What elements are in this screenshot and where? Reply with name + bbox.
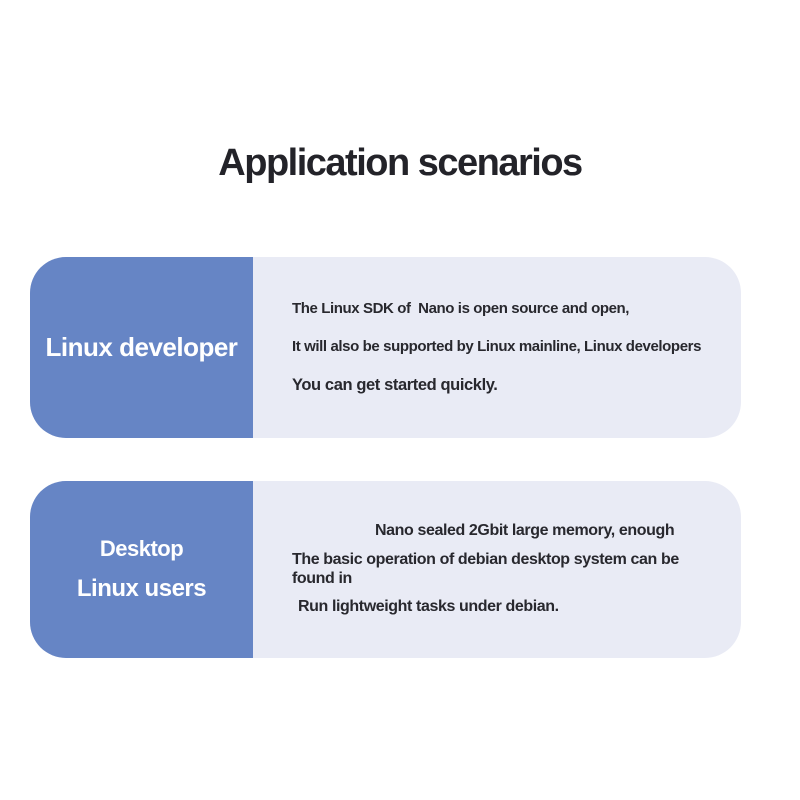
card-body-line: found in	[292, 570, 352, 587]
card-label-line: Linux users	[76, 575, 207, 602]
card-body-line: Run lightweight tasks under debian.	[298, 598, 559, 615]
card-body: Nano sealed 2Gbit large memory, enough T…	[283, 481, 741, 616]
card-body-line: You can get started quickly.	[292, 376, 498, 394]
card-label-panel: Desktop Linux users	[30, 481, 253, 658]
scenario-card-linux-developer: Linux developer The Linux SDK of Nano is…	[30, 257, 741, 438]
card-label-panel: Linux developer	[30, 257, 253, 438]
card-label-line: Desktop	[99, 536, 184, 561]
card-body-line: Nano sealed 2Gbit large memory, enough	[375, 522, 675, 539]
card-body-line: The basic operation of debian desktop sy…	[292, 551, 679, 568]
card-body: The Linux SDK of Nano is open source and…	[283, 257, 741, 395]
card-label-line: Linux developer	[45, 332, 238, 362]
card-body-line: The Linux SDK of Nano is open source and…	[292, 300, 630, 317]
page-title: Application scenarios	[218, 142, 583, 184]
card-body-line: It will also be supported by Linux mainl…	[292, 338, 702, 355]
scenario-card-desktop-linux-users: Desktop Linux users Nano sealed 2Gbit la…	[30, 481, 741, 658]
